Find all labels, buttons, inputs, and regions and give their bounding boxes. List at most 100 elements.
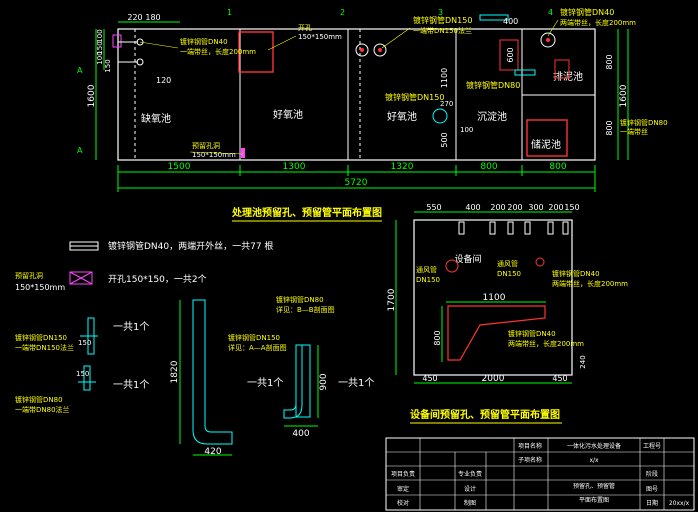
- svg-text:800: 800: [433, 330, 442, 345]
- svg-text:两端带丝，长度200mm: 两端带丝，长度200mm: [552, 279, 628, 288]
- room-label: 好氧池: [273, 108, 303, 121]
- section-mark: 3: [438, 8, 443, 17]
- svg-text:120: 120: [156, 76, 171, 85]
- svg-text:1600: 1600: [619, 84, 629, 107]
- svg-text:DN150: DN150: [416, 276, 440, 284]
- room-label: 储泥池: [531, 138, 561, 151]
- room-label: 沉淀池: [477, 110, 507, 123]
- pipe-label: 一端带DN150法兰: [413, 26, 472, 35]
- dim-text: 800: [549, 162, 566, 172]
- hole-opening: [238, 31, 274, 73]
- svg-text:1820: 1820: [170, 360, 180, 383]
- section-mark: 2: [340, 8, 345, 17]
- pipe-detail-d: [283, 344, 303, 419]
- svg-text:x/x: x/x: [589, 457, 599, 464]
- pipe-details: 镀锌钢管DN150 一端带DN150法兰 150 一共1个 镀锌钢管DN80 一…: [15, 295, 374, 457]
- dim-text: 1320: [391, 162, 414, 172]
- svg-text:150: 150: [78, 339, 91, 347]
- svg-text:一端带DN150法兰: 一端带DN150法兰: [15, 343, 74, 352]
- svg-text:通风管: 通风管: [497, 259, 518, 268]
- section-mark: A: [77, 146, 83, 155]
- pipe-label: 镀锌钢管DN80: [466, 80, 520, 90]
- pipe-label: 两端带丝，长度200mm: [560, 18, 636, 27]
- svg-text:镀锌钢管DN80: 镀锌钢管DN80: [276, 295, 324, 304]
- svg-text:DN150: DN150: [497, 270, 521, 278]
- pipe-label: 镀锌钢管DN40: [180, 37, 228, 46]
- hole-opening: [554, 59, 570, 79]
- pipe-label: 一端带丝，长度200mm: [180, 47, 256, 56]
- svg-text:专业负责: 专业负责: [458, 470, 482, 478]
- title-block: 项目名称 一体化污水处理设备 工程号 子项名称 项目负责 专业负责 阶段 审定 …: [385, 437, 695, 511]
- room-label: 排泥池: [553, 70, 583, 83]
- equip-title: 设备间预留孔、预留管平面布置图: [410, 408, 560, 421]
- section-mark: 4: [548, 8, 553, 17]
- svg-text:日期: 日期: [646, 499, 658, 507]
- svg-text:通风管: 通风管: [416, 265, 437, 274]
- count-label: 一共1个: [247, 377, 283, 389]
- svg-text:100: 100: [96, 51, 104, 64]
- pipe-marker: [241, 148, 245, 158]
- equip-outline: [413, 219, 573, 376]
- hole-label: 开孔: [298, 24, 312, 32]
- dim-text: 1500: [168, 162, 191, 172]
- section-mark: A: [77, 66, 83, 75]
- svg-text:平面布置图: 平面布置图: [579, 496, 609, 504]
- equip-pipe: [535, 257, 545, 267]
- svg-text:240: 240: [579, 355, 587, 368]
- svg-text:2000: 2000: [482, 374, 505, 384]
- pipe-circle: [355, 43, 369, 57]
- dim-text: 220: [127, 13, 142, 22]
- pipe-detail-c: [192, 299, 233, 445]
- svg-text:项目名称: 项目名称: [518, 442, 542, 450]
- equip-opening: [447, 305, 546, 361]
- equip-pipe: [445, 259, 459, 273]
- svg-text:两端带丝，长度200mm: 两端带丝，长度200mm: [508, 339, 584, 348]
- pipe-marker: [112, 34, 122, 48]
- svg-text:150: 150: [76, 370, 89, 378]
- pipe-circle: [540, 32, 556, 48]
- legend-pipe-note: 镀锌钢管DN40，两端开外丝，一共77 根: [108, 240, 273, 252]
- svg-text:100: 100: [96, 29, 104, 42]
- svg-text:阶段: 阶段: [646, 470, 658, 478]
- svg-text:1100: 1100: [440, 68, 449, 88]
- dim-text: 1600: [87, 84, 97, 107]
- legend-hole-size: 150*150mm: [15, 283, 65, 292]
- svg-text:300: 300: [528, 203, 543, 212]
- svg-text:150: 150: [104, 59, 112, 72]
- room-label: 好氧池: [387, 110, 417, 123]
- svg-text:预留孔、预留管: 预留孔、预留管: [573, 482, 615, 490]
- pipe-label: 镀锌钢管DN40: [560, 7, 614, 17]
- equipment-room-plan: 550 400 200 200 300 200 150 1700 设备间 通风管…: [387, 203, 628, 424]
- dim-total: 5720: [345, 178, 368, 188]
- svg-text:详见：A—A剖面图: 详见：A—A剖面图: [228, 343, 287, 352]
- svg-text:800: 800: [605, 54, 614, 69]
- svg-text:100: 100: [460, 126, 473, 134]
- plan-title: 处理池预留孔、预留管平面布置图: [231, 206, 382, 219]
- svg-text:校对: 校对: [397, 499, 409, 507]
- hole-opening: [526, 119, 568, 157]
- svg-text:200: 200: [507, 203, 522, 212]
- svg-text:工程号: 工程号: [643, 442, 661, 450]
- svg-text:900: 900: [319, 373, 329, 390]
- pipe-label: 镀锌钢管DN80: [620, 118, 668, 127]
- svg-text:550: 550: [426, 203, 441, 212]
- svg-text:审定: 审定: [397, 485, 409, 493]
- count-label: 一共1个: [338, 377, 374, 389]
- svg-text:设计: 设计: [464, 485, 476, 493]
- treatment-plan: 缺氧池 好氧池 好氧池 沉淀池 排泥池 储泥池: [77, 7, 668, 222]
- svg-text:150: 150: [564, 203, 579, 212]
- room-label: 缺氧池: [141, 112, 171, 125]
- svg-text:800: 800: [605, 120, 614, 135]
- svg-text:600: 600: [506, 47, 515, 62]
- svg-text:200: 200: [490, 203, 505, 212]
- pipe-circle: [432, 108, 448, 124]
- svg-text:项目负责: 项目负责: [391, 470, 415, 478]
- svg-text:子项名称: 子项名称: [518, 456, 542, 464]
- pipe-circle: [373, 43, 387, 57]
- dim-text: 180: [145, 13, 160, 22]
- svg-text:270: 270: [440, 100, 453, 108]
- hole-size: 150*150mm: [192, 151, 236, 159]
- pipe-segment: [479, 14, 509, 21]
- room-label: 设备间: [454, 253, 481, 265]
